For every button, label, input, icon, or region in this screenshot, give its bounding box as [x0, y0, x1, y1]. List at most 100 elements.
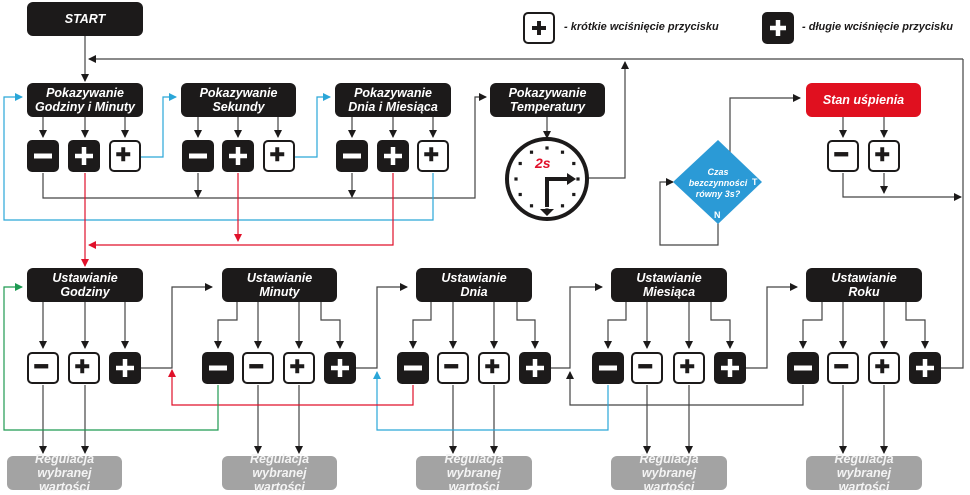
show-hour-minute-node: Pokazywanie Godziny i Minuty	[27, 83, 143, 117]
blue-wires	[3, 93, 609, 431]
set-month-node: Ustawianie Miesiąca	[611, 268, 727, 302]
red-wires	[81, 173, 414, 406]
set-minute-minus-long-button[interactable]	[202, 352, 234, 384]
show-day-month-node: Pokazywanie Dnia i Miesiąca	[335, 83, 451, 117]
set-hour-plus-long-button[interactable]	[109, 352, 141, 384]
plus-icon	[75, 147, 93, 165]
set-year-node: Ustawianie Roku	[806, 268, 922, 302]
legend-long-press-label: - długie wciśnięcie przycisku	[802, 21, 953, 33]
plus-icon	[75, 359, 90, 374]
adjust-value-node-year: Regulacja wybranej wartości	[806, 452, 922, 494]
minus-icon	[834, 364, 849, 369]
set-hour-minus-short-button[interactable]	[27, 352, 59, 384]
legend-short-press-button	[523, 12, 555, 44]
set-year-plus-long-button[interactable]	[909, 352, 941, 384]
set-day-node: Ustawianie Dnia	[416, 268, 532, 302]
decision-no-label: N	[714, 210, 721, 220]
plus-icon	[424, 147, 439, 162]
plus-icon	[875, 147, 890, 162]
minus-icon	[638, 364, 653, 369]
decision-yes-label: T	[752, 177, 758, 187]
show-hour-minus-long-button[interactable]	[27, 140, 59, 172]
set-month-minus-long-button[interactable]	[592, 352, 624, 384]
plus-icon	[875, 359, 890, 374]
sleep-state-node: Stan uśpienia	[806, 83, 921, 117]
set-day-minus-long-button[interactable]	[397, 352, 429, 384]
minus-icon	[34, 153, 52, 159]
legend-short-press-label: - krótkie wciśnięcie przycisku	[564, 21, 719, 33]
minus-icon	[343, 153, 361, 159]
show-seconds-minus-long-button[interactable]	[182, 140, 214, 172]
plus-icon	[384, 147, 402, 165]
minus-icon	[834, 152, 849, 157]
minus-icon	[189, 153, 207, 159]
clock-tick	[545, 146, 549, 150]
clock-tick	[560, 150, 565, 154]
plus-icon	[532, 21, 546, 35]
adjust-value-node-month: Regulacja wybranej wartości	[611, 452, 727, 494]
set-day-plus-short-button[interactable]	[478, 352, 510, 384]
set-hour-node: Ustawianie Godziny	[27, 268, 143, 302]
plus-icon	[229, 147, 247, 165]
plus-icon	[721, 359, 739, 377]
legend-long-press-button	[762, 12, 794, 44]
sleep-plus-short-button[interactable]	[868, 140, 900, 172]
clock-tick	[572, 192, 576, 197]
show-hour-plus-long-button[interactable]	[68, 140, 100, 172]
decision-question: Czas bezczynności równy 3s?	[688, 167, 748, 199]
plus-icon	[485, 359, 500, 374]
plus-icon	[270, 147, 285, 162]
plus-icon	[116, 359, 134, 377]
clock-tick	[514, 177, 518, 181]
show-day-minus-long-button[interactable]	[336, 140, 368, 172]
adjust-value-node-hour: Regulacja wybranej wartości	[7, 452, 122, 494]
black-wires	[39, 35, 964, 454]
set-year-minus-long-button[interactable]	[787, 352, 819, 384]
set-minute-plus-short-button[interactable]	[283, 352, 315, 384]
set-month-plus-short-button[interactable]	[673, 352, 705, 384]
show-hour-plus-short-button[interactable]	[109, 140, 141, 172]
show-seconds-plus-short-button[interactable]	[263, 140, 295, 172]
timer-label: 2s	[535, 155, 551, 171]
green-wires	[3, 283, 219, 431]
show-seconds-node: Pokazywanie Sekundy	[181, 83, 296, 117]
minus-icon	[794, 365, 812, 371]
set-hour-plus-short-button[interactable]	[68, 352, 100, 384]
set-minute-node: Ustawianie Minuty	[222, 268, 337, 302]
clock-tick	[518, 161, 522, 166]
set-month-plus-long-button[interactable]	[714, 352, 746, 384]
adjust-value-node-day: Regulacja wybranej wartości	[416, 452, 532, 494]
clock-tick	[518, 192, 522, 197]
minus-icon	[34, 364, 49, 369]
show-day-plus-long-button[interactable]	[377, 140, 409, 172]
start-node: START	[27, 2, 143, 36]
set-year-minus-short-button[interactable]	[827, 352, 859, 384]
minus-icon	[404, 365, 422, 371]
minus-icon	[599, 365, 617, 371]
set-minute-minus-short-button[interactable]	[242, 352, 274, 384]
plus-icon	[770, 20, 786, 36]
set-month-minus-short-button[interactable]	[631, 352, 663, 384]
minus-icon	[444, 364, 459, 369]
decision-diamond	[673, 140, 762, 224]
clock-tick	[572, 161, 576, 166]
plus-icon	[916, 359, 934, 377]
minus-icon	[209, 365, 227, 371]
set-day-minus-short-button[interactable]	[437, 352, 469, 384]
minus-icon	[249, 364, 264, 369]
clock-tick	[560, 204, 565, 208]
clock-tick	[529, 204, 534, 208]
sleep-minus-short-button[interactable]	[827, 140, 859, 172]
show-day-plus-short-button[interactable]	[417, 140, 449, 172]
set-minute-plus-long-button[interactable]	[324, 352, 356, 384]
plus-icon	[290, 359, 305, 374]
show-seconds-plus-long-button[interactable]	[222, 140, 254, 172]
set-year-plus-short-button[interactable]	[868, 352, 900, 384]
set-day-plus-long-button[interactable]	[519, 352, 551, 384]
plus-icon	[116, 147, 131, 162]
clock-tick	[529, 150, 534, 154]
show-temperature-node: Pokazywanie Temperatury	[490, 83, 605, 117]
plus-icon	[331, 359, 349, 377]
adjust-value-node-minute: Regulacja wybranej wartości	[222, 452, 337, 494]
